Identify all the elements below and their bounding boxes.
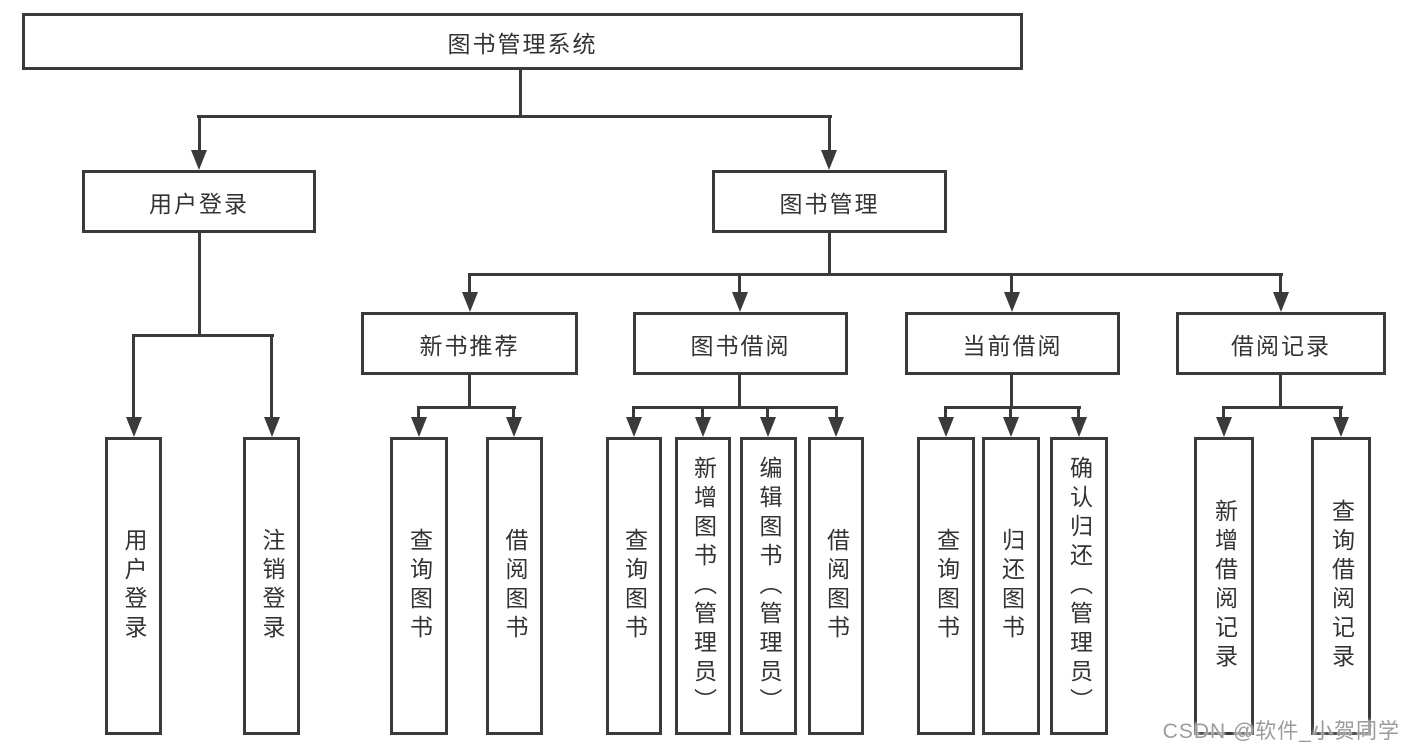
connector-line (1222, 406, 1343, 409)
connector-line (132, 334, 135, 420)
connector-line (1222, 406, 1225, 422)
connector-line (738, 273, 741, 295)
arrow-down-icon (732, 292, 748, 312)
arrow-down-icon (1003, 417, 1019, 437)
leaf-bb-query-books-label: 查询图书 (621, 528, 648, 644)
leaf-logout-label: 注销登录 (259, 528, 285, 644)
connector-line (417, 406, 420, 422)
connector-line (1279, 273, 1282, 295)
connector-line (944, 406, 1081, 409)
arrow-down-icon (1216, 417, 1232, 437)
node-book-borrowing: 图书借阅 (633, 312, 848, 375)
leaf-cb-confirm-return-admin: 确认归还（管理员） (1050, 437, 1108, 735)
leaf-nbr-query-books-label: 查询图书 (406, 528, 433, 644)
arrow-down-icon (462, 292, 478, 312)
node-current-borrowing: 当前借阅 (905, 312, 1120, 375)
leaf-user-login: 用户登录 (105, 437, 162, 735)
leaf-logout: 注销登录 (243, 437, 300, 735)
leaf-cb-confirm-return-admin-label: 确认归还（管理员） (1066, 455, 1093, 717)
leaf-nbr-query-books: 查询图书 (390, 437, 448, 735)
leaf-bb-add-book-admin: 新增图书（管理员） (675, 437, 731, 735)
leaf-nbr-borrow-books: 借阅图书 (486, 437, 543, 735)
connector-line (198, 115, 201, 153)
connector-line (468, 375, 471, 409)
leaf-user-login-label: 用户登录 (121, 528, 147, 644)
arrow-down-icon (411, 417, 427, 437)
connector-line (632, 406, 838, 409)
leaf-br-add-record: 新增借阅记录 (1194, 437, 1254, 735)
connector-line (1009, 406, 1012, 422)
connector-line (197, 115, 832, 118)
connector-line (468, 273, 471, 295)
arrow-down-icon (264, 417, 280, 437)
connector-line (417, 406, 516, 409)
connector-line (738, 375, 741, 409)
connector-line (828, 115, 831, 153)
leaf-bb-add-book-admin-label: 新增图书（管理员） (690, 455, 717, 717)
leaf-cb-return-books: 归还图书 (982, 437, 1040, 735)
node-borrowing-records: 借阅记录 (1176, 312, 1386, 375)
connector-line (944, 406, 947, 422)
arrow-down-icon (126, 417, 142, 437)
arrow-down-icon (938, 417, 954, 437)
leaf-bb-edit-book-admin: 编辑图书（管理员） (740, 437, 797, 735)
connector-line (519, 69, 522, 118)
arrow-down-icon (1004, 292, 1020, 312)
arrow-down-icon (1333, 417, 1349, 437)
arrow-down-icon (1071, 417, 1087, 437)
connector-line (632, 406, 635, 422)
arrow-down-icon (1273, 292, 1289, 312)
leaf-br-query-record-label: 查询借阅记录 (1328, 499, 1355, 673)
leaf-cb-return-books-label: 归还图书 (998, 528, 1025, 644)
node-new-book-recommend: 新书推荐 (361, 312, 578, 375)
leaf-cb-query-books: 查询图书 (917, 437, 975, 735)
leaf-bb-edit-book-admin-label: 编辑图书（管理员） (756, 455, 782, 717)
leaf-br-query-record: 查询借阅记录 (1311, 437, 1371, 735)
leaf-cb-query-books-label: 查询图书 (933, 528, 960, 644)
connector-line (1279, 375, 1282, 409)
leaf-bb-query-books: 查询图书 (606, 437, 662, 735)
arrow-down-icon (626, 417, 642, 437)
arrow-down-icon (821, 150, 837, 170)
connector-line (132, 334, 274, 337)
connector-line (1339, 406, 1342, 422)
arrow-down-icon (695, 417, 711, 437)
connector-line (766, 406, 769, 422)
node-root: 图书管理系统 (22, 13, 1023, 70)
connector-line (828, 233, 831, 276)
arrow-down-icon (506, 417, 522, 437)
leaf-br-add-record-label: 新增借阅记录 (1211, 499, 1238, 673)
leaf-bb-borrow-books: 借阅图书 (808, 437, 864, 735)
arrow-down-icon (760, 417, 776, 437)
leaf-bb-borrow-books-label: 借阅图书 (823, 528, 850, 644)
leaf-nbr-borrow-books-label: 借阅图书 (502, 528, 528, 644)
connector-line (1010, 375, 1013, 409)
arrow-down-icon (828, 417, 844, 437)
connector-line (270, 334, 273, 420)
connector-line (701, 406, 704, 422)
connector-line (512, 406, 515, 422)
connector-line (1010, 273, 1013, 295)
connector-line (835, 406, 838, 422)
connector-line (1077, 406, 1080, 422)
node-user-login: 用户登录 (82, 170, 316, 233)
arrow-down-icon (191, 150, 207, 170)
connector-line (468, 273, 1283, 276)
connector-line (198, 233, 201, 337)
watermark: CSDN @软件_小贺同学 (1162, 720, 1400, 743)
node-book-management: 图书管理 (712, 170, 947, 233)
